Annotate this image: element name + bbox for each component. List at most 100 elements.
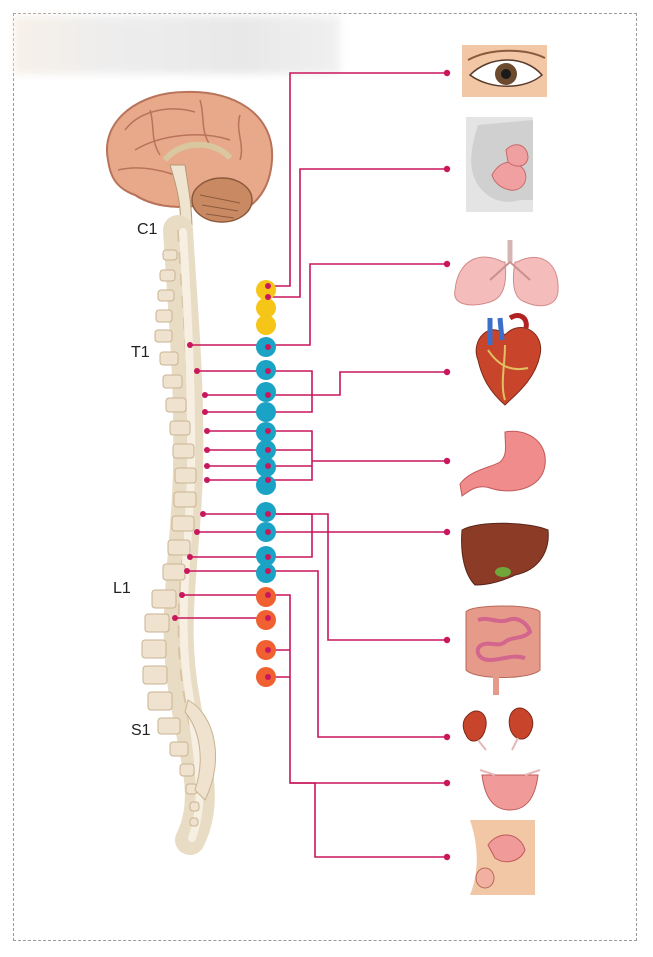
kidneys-icon (462, 707, 534, 751)
salivary-pathway (268, 168, 447, 298)
nerve-origin-dot (187, 342, 193, 348)
nerve-origin-dot (204, 447, 210, 453)
organ-endpoint-dot (443, 779, 451, 787)
vertebra (189, 817, 199, 827)
kidneys-pathway (187, 570, 447, 738)
vertebra (157, 289, 175, 302)
nerve-origin-dot (194, 368, 200, 374)
vertebra (174, 467, 197, 484)
reproductive-organs-icon (470, 820, 535, 895)
vertebral-bodies (141, 249, 216, 827)
vertebra (141, 639, 167, 659)
organ-endpoint-dot (443, 853, 451, 861)
nerve-origin-dot (265, 428, 271, 434)
ganglion (256, 402, 276, 422)
ganglion (256, 382, 276, 402)
nerve-origin-dot (204, 463, 210, 469)
sacrum (184, 699, 216, 801)
vertebra (173, 491, 197, 508)
nerve-origin-dot (265, 368, 271, 374)
brain-icon (105, 90, 274, 231)
vertebra (179, 763, 195, 777)
nerve-origin-dot (265, 568, 271, 574)
stomach-pathway (207, 430, 447, 481)
nerve-origin-dot (265, 294, 271, 300)
organ-endpoint-dot (443, 528, 451, 536)
stomach-icon (459, 430, 546, 497)
nerve-origin-dot (265, 615, 271, 621)
nerve-origin-dot (265, 392, 271, 398)
heart-icon (475, 313, 542, 406)
eye-pathway (268, 72, 447, 287)
vertebra (172, 443, 195, 459)
nerve-origin-dot (265, 463, 271, 469)
vertebra (169, 420, 191, 436)
nerve-origin-dot (265, 674, 271, 680)
nerve-origin-dot (265, 477, 271, 483)
nerve-origin-dot (187, 554, 193, 560)
level-label-t1: T1 (131, 344, 150, 361)
salivary-glands-icon (466, 117, 533, 212)
spinal-origin-dots (172, 283, 271, 680)
vertebra (157, 717, 181, 735)
vertebra (171, 515, 195, 532)
bladder-icon (479, 769, 541, 811)
vertebra (189, 801, 200, 812)
vertebra (162, 249, 178, 261)
organ-endpoint-dot (443, 636, 451, 644)
nerve-origin-dot (194, 529, 200, 535)
organ-endpoint-dot (443, 69, 451, 77)
lungs-icon (454, 240, 559, 307)
vertebra (165, 397, 187, 413)
nerve-origin-dot (200, 511, 206, 517)
vertebra (155, 309, 173, 323)
liver-icon (461, 522, 549, 586)
ganglia-chain (256, 280, 276, 687)
nerve-origin-dot (265, 283, 271, 289)
level-label-l1: L1 (113, 580, 131, 597)
level-label-c1: C1 (137, 221, 158, 238)
nerve-origin-dot (265, 344, 271, 350)
organ-endpoint-dot (443, 457, 451, 465)
vertebra (144, 613, 170, 633)
nerve-origin-dot (179, 592, 185, 598)
cerebellum (191, 177, 253, 223)
ganglion (256, 298, 276, 318)
heart-pathway (197, 370, 447, 413)
organ-endpoint-dot (443, 260, 451, 268)
nerve-origin-dot (172, 615, 178, 621)
vertebra (167, 539, 191, 556)
vertebra (159, 269, 176, 282)
ganglion (256, 280, 276, 300)
nerve-origin-dot (265, 511, 271, 517)
vertebra (147, 691, 173, 711)
figure-frame (13, 13, 637, 941)
nerve-origin-dot (204, 428, 210, 434)
organ-endpoint-dot (443, 165, 451, 173)
intestines-pathway (268, 513, 447, 641)
vertebra (154, 329, 173, 343)
nerve-pathways (175, 72, 447, 858)
organ-endpoint-dot (443, 733, 451, 741)
nerve-origin-dot (202, 392, 208, 398)
ganglion (256, 315, 276, 335)
reproductive-pathway (290, 782, 447, 858)
vertebra (162, 374, 183, 389)
organ-endpoint-dots (443, 69, 451, 861)
level-label-s1: S1 (131, 722, 151, 739)
vertebra (159, 351, 179, 366)
nerve-origin-dot (265, 647, 271, 653)
vertebra (142, 665, 168, 685)
intestines-icon (465, 605, 541, 695)
blurred-title-area (14, 16, 340, 74)
vertebra (169, 741, 189, 757)
bladder-pathway (182, 594, 447, 784)
eye-icon (462, 45, 547, 97)
liver-pathway (190, 513, 447, 558)
organ-endpoint-dot (443, 368, 451, 376)
nerve-origin-dot (265, 529, 271, 535)
nerve-origin-dot (204, 477, 210, 483)
lungs-pathway (190, 263, 447, 346)
nerve-origin-dot (265, 554, 271, 560)
